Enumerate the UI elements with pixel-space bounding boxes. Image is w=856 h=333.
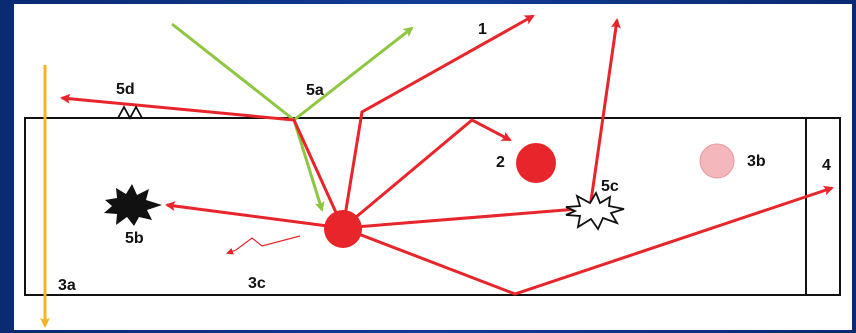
label-3a: 3a [58, 277, 76, 294]
burst-5c [565, 190, 625, 231]
label-5a: 5a [306, 82, 324, 99]
zigzag-5d [117, 105, 143, 120]
label-4: 4 [822, 157, 831, 174]
reflected-green-arrow [293, 26, 414, 122]
ray-1 [341, 14, 535, 229]
label-1: 1 [478, 21, 487, 38]
label-5d: 5d [116, 81, 135, 98]
burst-5b [104, 184, 162, 226]
particle-2 [516, 143, 556, 183]
central-particle [324, 210, 362, 248]
particle-3b [699, 143, 735, 179]
ray-5b [165, 201, 344, 230]
sample-box [24, 117, 841, 296]
label-5b: 5b [125, 230, 144, 247]
label-3b: 3b [747, 153, 766, 170]
label-3c: 3c [248, 275, 266, 292]
ray-4 [342, 185, 834, 296]
ray-to-particle-2 [342, 118, 512, 230]
ray-5d [60, 93, 345, 229]
ray-3c-wavy [226, 235, 301, 255]
label-5c: 5c [601, 178, 619, 195]
label-2: 2 [496, 154, 505, 171]
